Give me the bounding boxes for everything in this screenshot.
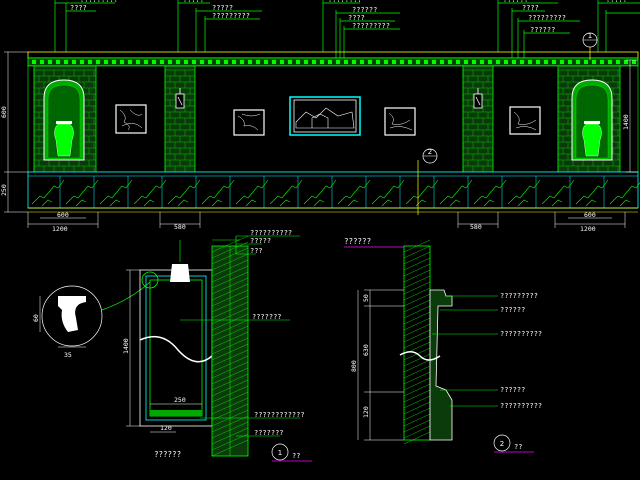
marker-number: 1 — [588, 32, 592, 40]
dim-profile: 60 — [32, 314, 40, 322]
dim-profile: 35 — [64, 351, 72, 359]
marker-title: ?? — [292, 452, 300, 460]
dim-bottom: 580 — [174, 223, 186, 231]
detail1-label: ??????? — [254, 429, 284, 437]
dim-base: 120 — [160, 424, 172, 432]
bottom-dimension — [27, 212, 626, 228]
detail1-title: ?????? — [154, 450, 181, 459]
detail1-label: ???????????? — [254, 411, 305, 419]
pier-mid-right — [462, 65, 494, 173]
profile-detail: 60 35 — [32, 281, 151, 359]
dim-d2: 50 — [362, 294, 370, 302]
dim-d2: 800 — [350, 360, 358, 372]
right-dimension — [626, 59, 638, 173]
elevation-title: ?????? — [344, 237, 371, 246]
picture-frame-1 — [115, 104, 147, 134]
section-marker-1: 1 — [582, 32, 598, 60]
detail-2: 50 630 800 120 ????????? ?????? ????????… — [350, 239, 542, 453]
detail2-marker: 2 ?? — [493, 434, 534, 453]
dim-left-base: 250 — [0, 184, 8, 196]
dim-right-height: 1400 — [622, 114, 630, 130]
detail1-label: ??????? — [252, 313, 282, 321]
niche-left — [43, 79, 85, 161]
detail2-label: ????????? — [500, 292, 538, 300]
callout: ???????? — [328, 0, 362, 4]
picture-frame-2 — [233, 109, 265, 136]
detail2-label: ?????????? — [500, 402, 542, 410]
detail1-label: ????? — [250, 237, 271, 245]
top-callout-underlines — [55, 2, 640, 34]
niche-right — [571, 79, 613, 161]
wall-lamp-left — [175, 88, 185, 109]
callout: ????? — [183, 0, 204, 4]
callout: ????????? — [528, 14, 566, 22]
vase-right — [582, 123, 602, 157]
dim-height: 1400 — [122, 338, 130, 354]
dim-width: 250 — [174, 396, 186, 404]
dim-bottom: 600 — [584, 211, 596, 219]
elevation-view: ????????? ???? ????????? ????? ????? ???… — [0, 0, 640, 248]
callout: ?????? — [352, 6, 377, 14]
wall-hatch — [403, 239, 431, 445]
vase-left — [54, 123, 74, 157]
cornice — [27, 51, 639, 67]
cornice-dentils — [32, 60, 636, 64]
callout: ???? — [522, 4, 539, 12]
picture-frame-3 — [384, 107, 416, 136]
callout: ????? — [606, 0, 627, 4]
callout: ?????? — [503, 0, 528, 4]
section-marker-2: 2 — [417, 148, 438, 215]
dim-d2: 630 — [362, 344, 370, 356]
picture-content — [119, 109, 537, 131]
top-callouts: ????????? ???? ????????? ????? ????? ???… — [70, 0, 627, 34]
detail2-label: ?????? — [500, 386, 525, 394]
detail1-marker: 1 ?? — [271, 443, 312, 462]
callout: ???? — [70, 4, 87, 12]
dim-d2: 120 — [362, 406, 370, 418]
detail2-label: ?????????? — [500, 330, 542, 338]
detail1-label: ?????????? — [250, 229, 292, 237]
dim-bottom: 1200 — [580, 225, 596, 233]
detail1-label: ??? — [250, 247, 263, 255]
detail2-label: ?????? — [500, 306, 525, 314]
frame-section — [139, 264, 213, 427]
marker-number: 1 — [278, 449, 282, 457]
dim-bottom: 580 — [470, 223, 482, 231]
wall-lamp-right — [473, 88, 483, 109]
detail-1: 60 35 1400 250 120 — [32, 229, 312, 462]
callout: ????????? — [80, 0, 118, 4]
marker-title: ?? — [514, 443, 522, 451]
base-stone — [27, 171, 640, 213]
dim-bottom: 1200 — [52, 225, 68, 233]
callout: ????? — [212, 4, 233, 12]
center-picture — [289, 96, 361, 136]
marker-number: 2 — [428, 148, 432, 156]
left-dimension — [4, 51, 28, 213]
dim-left-height: 600 — [0, 106, 8, 118]
marker-number: 2 — [500, 440, 504, 448]
callout: ?????? — [530, 26, 555, 34]
dim-bottom: 600 — [57, 211, 69, 219]
callout: ????????? — [212, 12, 250, 20]
callout: ????????? — [352, 22, 390, 30]
callout: ???? — [348, 14, 365, 22]
